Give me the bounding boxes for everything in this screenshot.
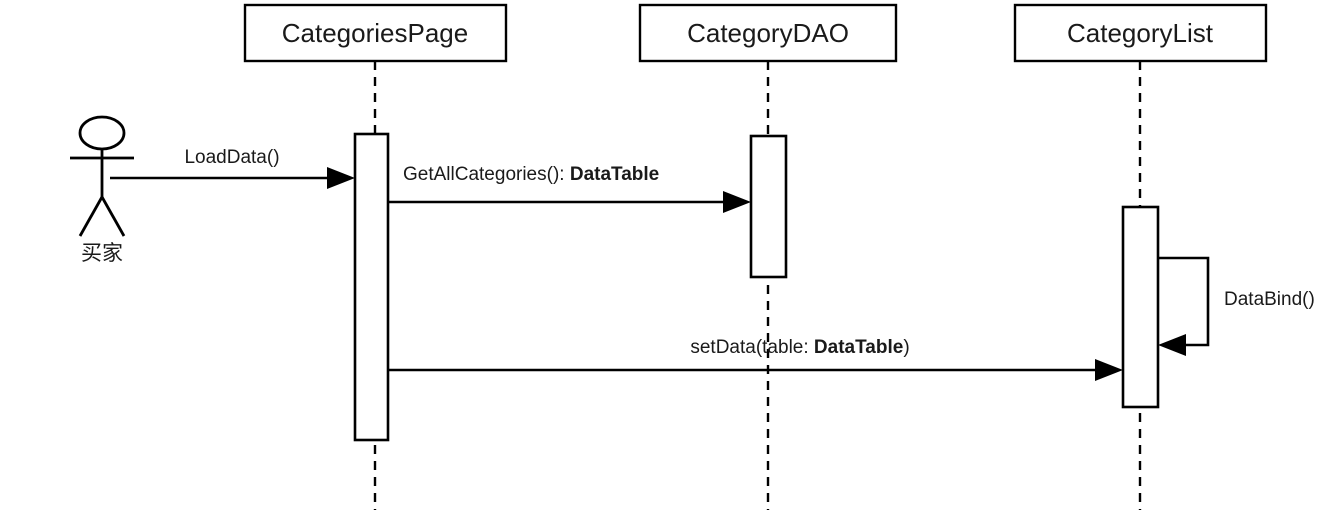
lifeline-label: CategoryList: [1067, 18, 1214, 48]
activation-bar-category-list[interactable]: [1121, 205, 1160, 409]
message-arrowhead-icon: [723, 191, 751, 213]
lifeline-header-categories-page[interactable]: CategoriesPage: [243, 3, 508, 63]
lifeline-label: CategoriesPage: [282, 18, 468, 48]
message-arrowhead-icon: [1095, 359, 1123, 381]
lifeline-header-category-list[interactable]: CategoryList: [1013, 3, 1268, 63]
lifeline-label: CategoryDAO: [687, 18, 849, 48]
message-label: DataBind(): [1224, 289, 1315, 310]
message-arrowhead-icon: [1158, 334, 1186, 356]
lifeline-header-category-dao[interactable]: CategoryDAO: [638, 3, 898, 63]
actor-label: 买家: [81, 242, 123, 265]
lifeline-box: [1013, 3, 1268, 63]
activation-bar-category-dao[interactable]: [749, 134, 788, 279]
lifeline-lines: [373, 61, 1142, 510]
message-arrowhead-icon: [327, 167, 355, 189]
message-get-all-categories[interactable]: GetAllCategories(): DataTable: [388, 164, 751, 213]
message-label: setData(table: DataTable): [690, 337, 909, 358]
actor-leg-right-icon: [100, 196, 126, 237]
message-self-loop-line: [1158, 256, 1210, 347]
message-set-data[interactable]: setData(table: DataTable): [388, 337, 1123, 381]
message-label: LoadData(): [184, 147, 279, 168]
lifeline-box: [243, 3, 508, 63]
message-load-data[interactable]: LoadData(): [110, 147, 355, 189]
message-data-bind[interactable]: DataBind(): [1158, 256, 1315, 356]
activation-bar-categories-page[interactable]: [353, 132, 390, 442]
activation-bars: [353, 132, 1160, 442]
actor-head-icon: [78, 115, 126, 151]
actor-buyer[interactable]: 买家: [70, 115, 134, 265]
message-label: GetAllCategories(): DataTable: [403, 164, 659, 185]
lifeline-box: [638, 3, 898, 63]
actor-leg-left-icon: [78, 196, 104, 237]
